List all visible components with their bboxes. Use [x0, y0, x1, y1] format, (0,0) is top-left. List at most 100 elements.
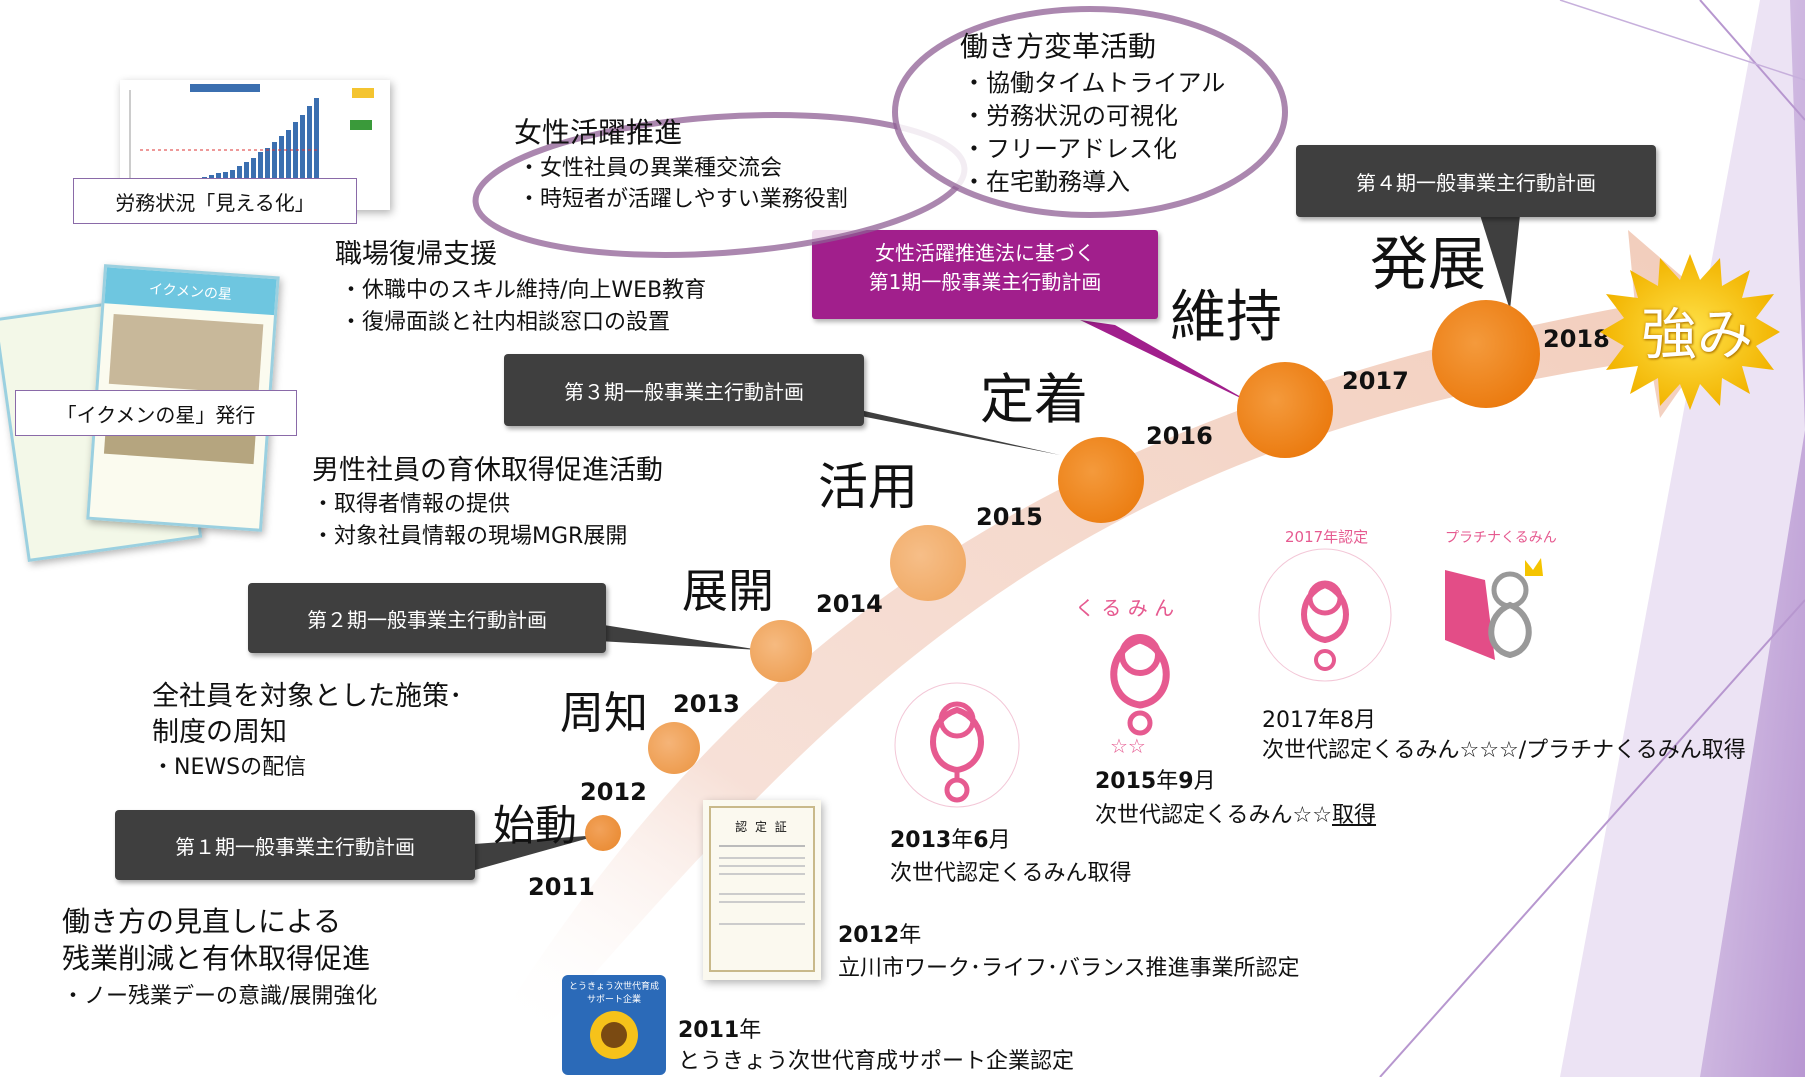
svg-text:プラチナくるみん: プラチナくるみん [1445, 530, 1557, 546]
ikumen-header: イクメンの星 [104, 267, 277, 316]
orb-2016 [1237, 362, 1333, 458]
plan2-label: 第２期一般事業主行動計画 [307, 607, 547, 632]
goal-label: 強み [1641, 303, 1753, 368]
cert2011-year: 2011年 [678, 1012, 761, 1044]
cert2015-month-suffix: 月 [1193, 769, 1216, 794]
reform-bullet1: ・協働タイムトライアル [962, 69, 1226, 97]
ikumen-label: 「イクメンの星」発行 [15, 390, 297, 436]
year-2013: 2013 [673, 690, 740, 718]
year-2017: 2017 [1342, 367, 1409, 395]
cert2012-year: 2012年 [838, 917, 921, 949]
sunflower-icon [590, 1011, 638, 1059]
kurumin-logo-icon [894, 682, 1020, 808]
cert2015-year-suffix: 年 [1156, 769, 1179, 794]
plan3-label: 第３期一般事業主行動計画 [564, 379, 804, 404]
kurumin-arc-text: く る み ん [1075, 596, 1174, 620]
year-2016: 2016 [1146, 422, 1213, 450]
orb-2013 [750, 620, 812, 682]
return-bullet1: ・休職中のスキル維持/向上WEB教育 [340, 278, 707, 303]
phase-2017: 維持 [1170, 285, 1282, 350]
platinum-kurumin-logo-icon: プラチナくるみん [1445, 530, 1557, 660]
phase-2016: 定着 [980, 368, 1088, 431]
cert2015-month: 9 [1178, 769, 1194, 794]
workstyle-line1: 働き方の見直しによる [62, 905, 342, 938]
year-2012: 2012 [580, 778, 647, 806]
phase-2015: 活用 [818, 458, 918, 516]
svg-text:2017年認定: 2017年認定 [1285, 528, 1368, 546]
orb-2017 [1432, 300, 1540, 408]
svg-text:☆☆: ☆☆ [1110, 734, 1146, 755]
tachikawa-certificate: 認 定 証 [703, 800, 821, 980]
women-bullet2: ・時短者が活躍しやすい業務役割 [518, 187, 848, 212]
allstaff-bullet1: ・NEWSの配信 [152, 755, 307, 780]
cert2013-year-num: 2013 [890, 828, 952, 853]
cert2013-text: 次世代認定くるみん取得 [890, 861, 1132, 886]
women-bullet1: ・女性社員の異業種交流会 [518, 156, 783, 181]
phase-2018: 発展 [1370, 230, 1487, 298]
return-title: 職場復帰支援 [335, 239, 497, 270]
cert2015-text-underlined: 取得 [1332, 803, 1377, 828]
phase-2011: 始動 [493, 801, 578, 850]
orb-2015 [1058, 437, 1144, 523]
plan2-box: 第２期一般事業主行動計画 [248, 583, 606, 653]
cert2015-year: 2015年9月 [1095, 763, 1216, 795]
photo-icon [108, 313, 264, 395]
reform-bullet3: ・フリーアドレス化 [962, 135, 1178, 163]
orb-2012 [648, 722, 700, 774]
allstaff-line2: 制度の周知 [152, 717, 287, 748]
kurumin-2star-logo-icon: く る み ん ☆☆ [1075, 596, 1174, 755]
women-plan-line1: 女性活躍推進法に基づく [875, 241, 1095, 265]
cert2017-date: 2017年8月 [1262, 708, 1376, 733]
cert2015-year-num: 2015 [1095, 769, 1157, 794]
year-2011: 2011 [528, 873, 595, 901]
reform-bullet4: ・在宅勤務導入 [962, 168, 1130, 196]
cert2017-text: 次世代認定くるみん☆☆☆/プラチナくるみん取得 [1262, 738, 1746, 763]
tokyo-support-badge: とうきょう次世代育成 サポート企業 [562, 975, 666, 1075]
cert2011-year-num: 2011 [678, 1018, 740, 1043]
workstyle-line2: 残業削減と有休取得促進 [62, 942, 371, 975]
reform-title: 働き方変革活動 [960, 30, 1157, 63]
year-2015: 2015 [976, 503, 1043, 531]
badge-top-text: とうきょう次世代育成 [568, 982, 659, 992]
workstyle-bullet1: ・ノー残業デーの意識/展開強化 [62, 984, 378, 1009]
kurumin-3star-logo-icon: 2017年認定 [1258, 528, 1392, 682]
phase-2014: 展開 [682, 564, 774, 618]
certificate-title: 認 定 証 [735, 820, 789, 834]
cert2012-year-num: 2012 [838, 923, 900, 948]
year-2014: 2014 [816, 590, 883, 618]
labor-label: 労務状況「見える化」 [73, 178, 357, 224]
allstaff-line1: 全社員を対象とした施策･ [152, 681, 463, 712]
plan4-box: 第４期一般事業主行動計画 [1296, 145, 1656, 217]
women-plan-box: 女性活躍推進法に基づく 第1期一般事業主行動計画 [812, 230, 1158, 319]
badge-mid-text: サポート企業 [586, 995, 641, 1005]
cert2012-text: 立川市ワーク･ライフ･バランス推進事業所認定 [838, 956, 1300, 981]
childcare-bullet1: ・取得者情報の提供 [312, 492, 511, 517]
year-2018: 2018 [1543, 325, 1610, 353]
plan4-label: 第４期一般事業主行動計画 [1356, 170, 1596, 195]
orb-2014 [890, 525, 966, 601]
plan1-box: 第１期一般事業主行動計画 [115, 810, 475, 880]
phase-2012: 周知 [560, 688, 648, 739]
return-bullet2: ・復帰面談と社内相談窓口の設置 [340, 310, 671, 335]
childcare-title: 男性社員の育休取得促進活動 [312, 455, 663, 486]
women-plan-line2: 第1期一般事業主行動計画 [868, 270, 1102, 294]
plan3-box: 第３期一般事業主行動計画 [504, 354, 864, 426]
cert2011-text: とうきょう次世代育成サポート企業認定 [678, 1049, 1075, 1074]
cert2011-year-suffix: 年 [739, 1018, 762, 1043]
cert2012-year-suffix: 年 [899, 923, 922, 948]
cert2013-year: 2013年6月 [890, 822, 1011, 854]
childcare-bullet2: ・対象社員情報の現場MGR展開 [312, 524, 628, 549]
women-title: 女性活躍推進 [514, 116, 683, 149]
plan1-label: 第１期一般事業主行動計画 [175, 834, 415, 859]
cert2013-year-suffix: 年 [951, 828, 974, 853]
ikumen-label-text: 「イクメンの星」発行 [56, 402, 256, 427]
cert2015-text: 次世代認定くるみん☆☆取得 [1095, 797, 1376, 829]
orb-2011 [585, 815, 621, 851]
cert2015-text-main: 次世代認定くるみん☆☆ [1095, 803, 1333, 828]
cert2013-month-suffix: 月 [988, 828, 1011, 853]
goal-burst-icon [1600, 254, 1780, 410]
side-panel-dark [1700, 0, 1805, 1077]
labor-label-text: 労務状況「見える化」 [115, 190, 315, 215]
